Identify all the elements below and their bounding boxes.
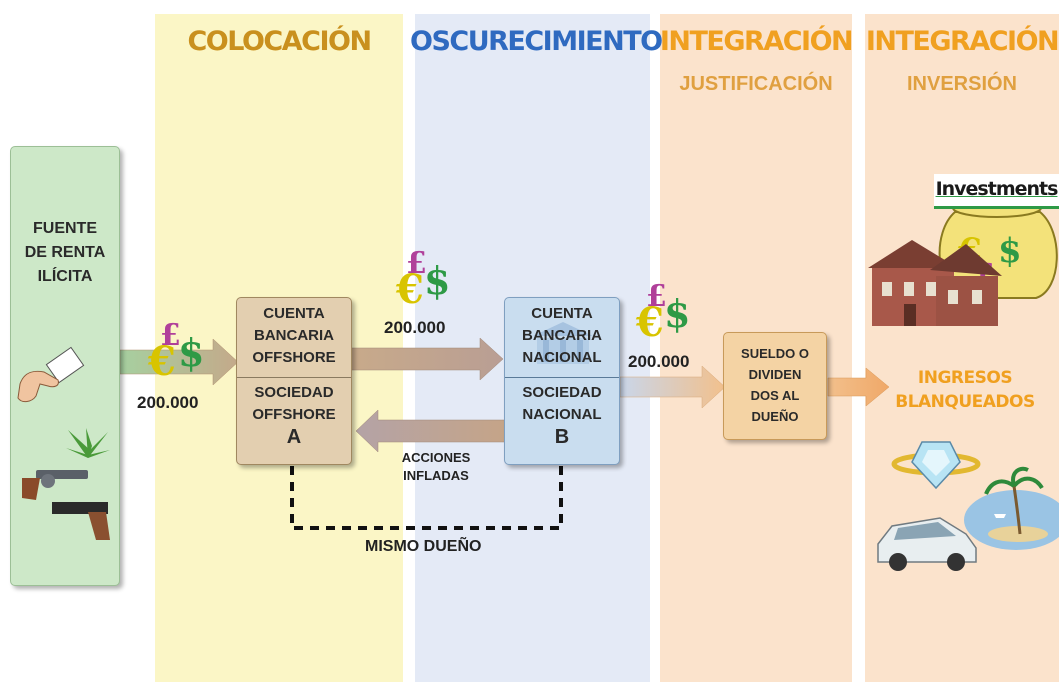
dollar-symbol: $	[178, 330, 205, 375]
bank-icon	[533, 322, 593, 364]
currency-cluster-2: £ € $	[396, 246, 458, 320]
income-label: INGRESOS BLANQUEADOS	[870, 366, 1059, 414]
inflated-line-1: ACCIONES	[401, 450, 471, 465]
offshore-account-line-2: BANCARIA	[254, 327, 334, 344]
amount-placement: 200.000	[137, 393, 199, 412]
offshore-box: CUENTA BANCARIA OFFSHORE SOCIEDAD OFFSHO…	[236, 297, 352, 465]
offshore-company: SOCIEDAD OFFSHORE A	[237, 378, 351, 448]
amount-layering: 200.000	[384, 318, 446, 337]
arrow-nacional-to-offshore	[355, 409, 506, 453]
offshore-company-line-1: SOCIEDAD	[254, 384, 334, 401]
justificacion-subtitle: JUSTIFICACIÓN	[679, 73, 833, 95]
dollar-symbol: $	[664, 291, 691, 336]
euro-symbol: €	[148, 338, 176, 385]
nacional-company-line-1: SOCIEDAD	[522, 384, 602, 401]
currency-cluster-3: £ € $	[636, 279, 698, 353]
offshore-account-line-3: OFFSHORE	[252, 349, 336, 366]
currency-cluster-1: £ € $	[148, 318, 210, 392]
pound-symbol: £	[160, 318, 181, 353]
source-line-2: DE RENTA	[24, 244, 106, 261]
arrow-offshore-to-nacional	[350, 337, 504, 381]
source-box: FUENTE DE RENTA ILÍCITA	[10, 146, 120, 586]
nacional-letter: B	[554, 426, 570, 448]
salary-line-3: DOS AL	[750, 388, 800, 403]
integracion-inversion-title: INTEGRACIÓN	[865, 26, 1059, 57]
pound-symbol: £	[646, 279, 667, 314]
arrow-nacional-to-salary	[619, 365, 726, 409]
pound-symbol: £	[406, 246, 427, 281]
amount-integration: 200.000	[628, 352, 690, 371]
inflated-line-2: INFLADAS	[403, 468, 469, 483]
euro-symbol: €	[396, 266, 424, 313]
salary-line-1: SUELDO O	[741, 346, 809, 361]
income-line-2: BLANQUEADOS	[895, 392, 1035, 412]
income-line-1: INGRESOS	[917, 368, 1013, 388]
oscurecimiento-title: OSCURECIMIENTO	[410, 26, 663, 57]
nacional-account: CUENTA BANCARIA NACIONAL	[505, 298, 619, 378]
inflated-shares-label: ACCIONES INFLADAS	[378, 449, 494, 485]
offshore-account: CUENTA BANCARIA OFFSHORE	[237, 298, 351, 378]
nacional-box: CUENTA BANCARIA NACIONAL SOCIEDAD NACION…	[504, 297, 620, 465]
nacional-company-line-2: NACIONAL	[522, 406, 602, 423]
salary-box: SUELDO O DIVIDEN DOS AL DUEÑO	[723, 332, 827, 440]
investments-sign: Investments	[934, 174, 1059, 209]
offshore-account-line-1: CUENTA	[263, 305, 325, 322]
nacional-company: SOCIEDAD NACIONAL B	[505, 378, 619, 448]
arrow-source-to-offshore	[119, 338, 239, 386]
nacional-account-line-3: NACIONAL	[522, 349, 602, 366]
same-owner-dashed-line	[290, 466, 563, 530]
source-line-3: ILÍCITA	[37, 268, 93, 285]
dollar-symbol: $	[424, 258, 451, 303]
salary-line-2: DIVIDEN	[748, 367, 802, 382]
same-owner-label: MISMO DUEÑO	[365, 538, 482, 555]
offshore-letter: A	[286, 426, 302, 448]
arrow-salary-to-income	[827, 367, 890, 407]
nacional-account-line-2: BANCARIA	[522, 327, 602, 344]
salary-line-4: DUEÑO	[751, 409, 799, 424]
source-line-1: FUENTE	[33, 220, 97, 237]
colocacion-title: COLOCACIÓN	[187, 26, 372, 57]
inversion-subtitle: INVERSIÓN	[906, 73, 1018, 95]
offshore-company-line-2: OFFSHORE	[252, 406, 336, 423]
investments-text: Investments	[935, 178, 1059, 200]
integracion-justificacion-title: INTEGRACIÓN	[659, 26, 854, 57]
euro-symbol: €	[636, 299, 664, 346]
nacional-account-line-1: CUENTA	[531, 305, 593, 322]
